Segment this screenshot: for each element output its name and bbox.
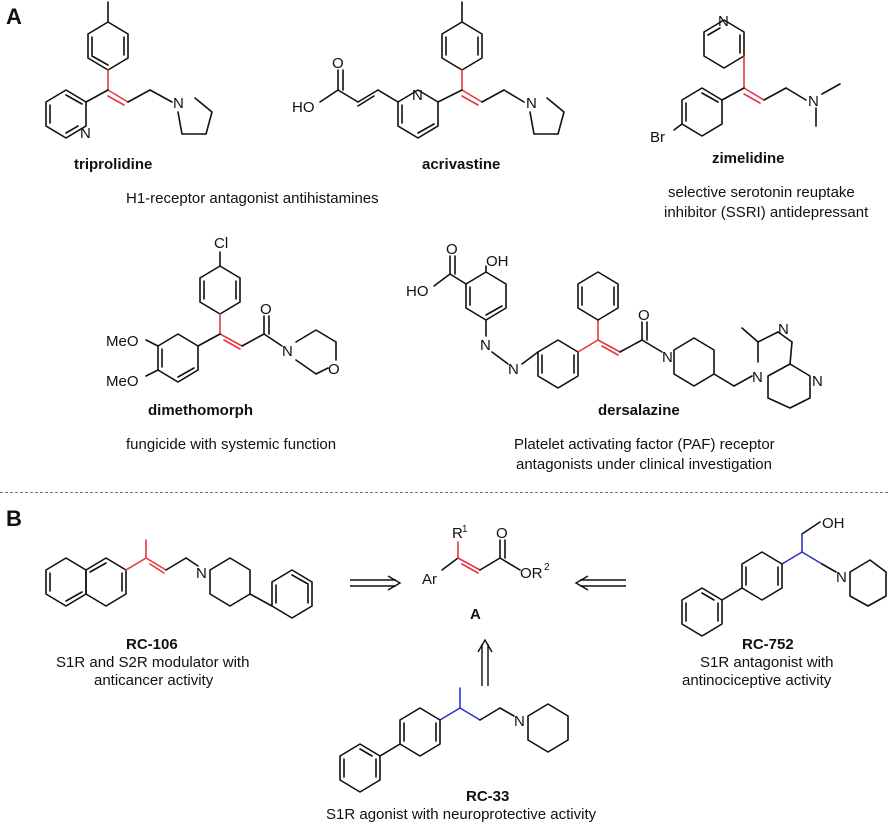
atom-label: N: [752, 369, 763, 386]
triprolidine-structure: N N: [45, 1, 213, 142]
atom-label: N: [836, 569, 847, 586]
dersalazine-label: dersalazine: [598, 402, 680, 419]
atom-label: OH: [822, 515, 845, 532]
scaffold-a-label: A: [470, 606, 481, 623]
rc752-label: RC-752: [742, 636, 794, 653]
atom-n: N: [80, 125, 91, 142]
rc752-desc-1: S1R antagonist with: [700, 654, 834, 671]
atom-label: O: [332, 55, 344, 72]
atom-label: Ar: [422, 571, 437, 588]
atom-label: N: [480, 337, 491, 354]
atom-label: Cl: [214, 235, 228, 252]
dimethomorph-structure: Cl O N O MeO MeO: [106, 235, 340, 390]
rc752-structure: OH N: [681, 515, 887, 637]
rc33-label: RC-33: [466, 788, 510, 805]
h1-caption: H1-receptor antagonist antihistamines: [126, 190, 379, 207]
zimelidine-label: zimelidine: [712, 150, 785, 167]
rc106-label: RC-106: [126, 636, 178, 653]
arrow-from-rc752: [574, 575, 626, 591]
atom-label: O: [496, 525, 508, 542]
atom-label: HO: [292, 99, 315, 116]
panel-b-label: B: [6, 506, 22, 531]
atom-label: OH: [486, 253, 509, 270]
ssri-caption-2: inhibitor (SSRI) antidepressant: [664, 204, 869, 221]
acrivastine-structure: N N O HO: [292, 1, 565, 139]
atom-label: MeO: [106, 373, 139, 390]
rc33-structure: N: [339, 687, 569, 793]
atom-label: MeO: [106, 333, 139, 350]
fungicide-caption: fungicide with systemic function: [126, 436, 337, 453]
atom-label: O: [446, 241, 458, 258]
atom-label: N: [812, 373, 823, 390]
atom-label: N: [508, 361, 519, 378]
atom-label: O: [260, 301, 272, 318]
rc33-desc-1: S1R agonist with neuroprotective activit…: [326, 806, 597, 823]
atom-label: N: [808, 93, 819, 110]
paf-caption-2: antagonists under clinical investigation: [516, 456, 772, 473]
panel-a-label: A: [6, 4, 22, 29]
paf-caption-1: Platelet activating factor (PAF) recepto…: [514, 436, 775, 453]
atom-label: R: [452, 525, 463, 542]
atom-label: 2: [544, 562, 550, 573]
arrow-from-rc106: [350, 575, 402, 591]
atom-label: N: [514, 713, 525, 730]
atom-label: N: [282, 343, 293, 360]
dimethomorph-label: dimethomorph: [148, 402, 253, 419]
atom-label: N: [526, 95, 537, 112]
section-divider: [0, 492, 888, 493]
rc106-desc-1: S1R and S2R modulator with: [56, 654, 250, 671]
ssri-caption-1: selective serotonin reuptake: [668, 184, 855, 201]
atom-label: N: [662, 349, 673, 366]
atom-label: O: [638, 307, 650, 324]
atom-label: N: [778, 321, 789, 338]
atom-label: 1: [462, 524, 468, 535]
atom-label: O: [328, 361, 340, 378]
atom-n: N: [173, 95, 184, 112]
atom-label: Br: [650, 129, 665, 146]
rc106-structure: N: [45, 539, 313, 619]
zimelidine-structure: N N Br: [650, 13, 841, 146]
atom-label: N: [412, 87, 423, 104]
arrow-from-rc33: [477, 638, 493, 686]
acrivastine-label: acrivastine: [422, 156, 501, 173]
rc752-desc-2: antinociceptive activity: [682, 672, 832, 689]
rc106-desc-2: anticancer activity: [94, 672, 214, 689]
triprolidine-label: triprolidine: [74, 156, 153, 173]
atom-label: OR: [520, 565, 543, 582]
dersalazine-structure: OH O HO N N O N N N N: [406, 241, 823, 409]
atom-label: N: [718, 13, 729, 30]
scaffold-a-structure: R 1 Ar O OR 2: [422, 524, 550, 588]
atom-label: HO: [406, 283, 429, 300]
atom-label: N: [196, 565, 207, 582]
